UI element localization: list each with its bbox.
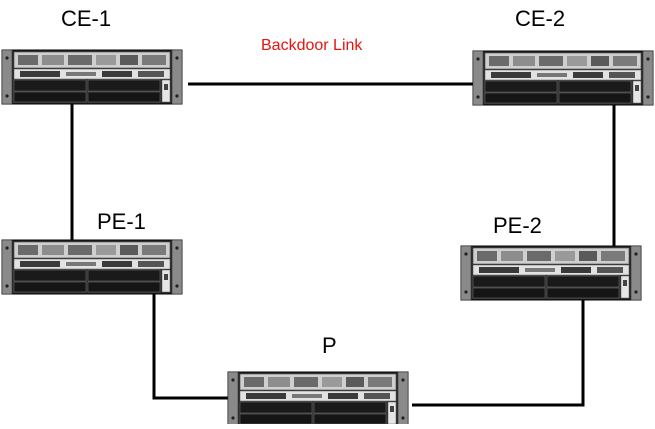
router-ce2 bbox=[472, 50, 654, 106]
router-p bbox=[227, 371, 409, 427]
link-ce1-ce2 bbox=[188, 82, 481, 100]
router-pe1 bbox=[1, 239, 183, 295]
node-label-pe2: PE-2 bbox=[493, 213, 542, 238]
node-label-pe1: PE-1 bbox=[97, 209, 146, 234]
router-ce1 bbox=[1, 49, 183, 105]
node-label-ce1: CE-1 bbox=[61, 6, 112, 31]
node-label-ce2: CE-2 bbox=[515, 6, 566, 31]
link-ce2-pe2 bbox=[612, 95, 636, 250]
backdoor-link-label: Backdoor Link bbox=[261, 37, 363, 54]
link-pe2-p bbox=[412, 298, 585, 407]
link-pe1-p bbox=[152, 290, 233, 400]
link-ce1-pe1 bbox=[62, 93, 74, 244]
router-pe2 bbox=[460, 245, 642, 301]
node-label-p: P bbox=[322, 333, 337, 358]
